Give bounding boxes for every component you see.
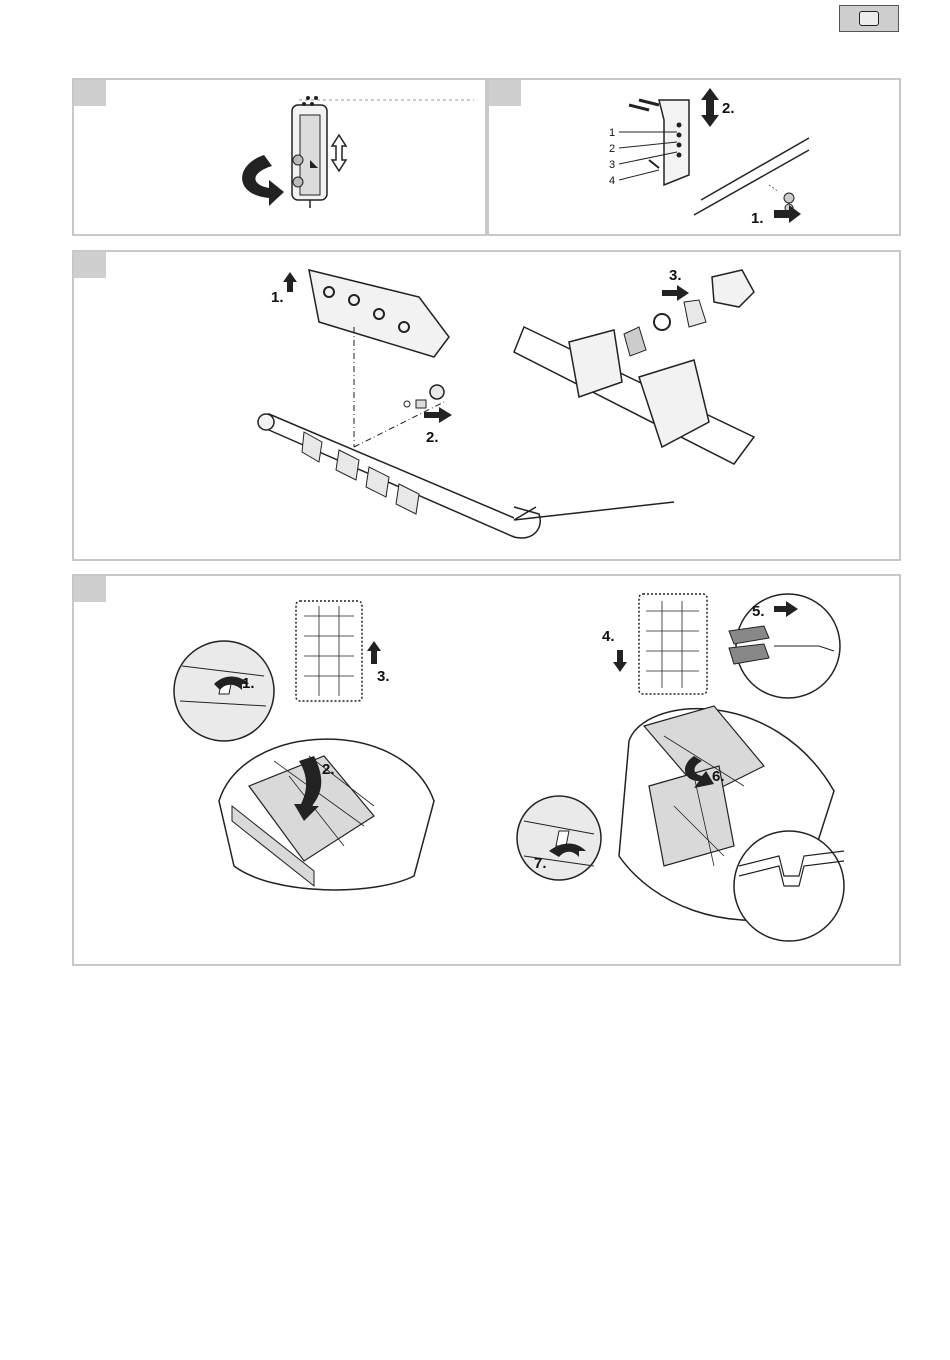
right-step-6-label: 6.	[712, 768, 725, 785]
right-step-4-label: 4.	[602, 628, 615, 645]
right-step-5-label: 5.	[752, 603, 765, 620]
panel-filter-replacement: 1. 3. 2. 4. 5. 6. 7.	[72, 574, 901, 966]
hinge-illustration	[74, 80, 489, 238]
panel-hinge-adjust	[72, 78, 487, 236]
rounded-rectangle-icon	[859, 11, 879, 26]
handle-illustration: 1. 2. 3.	[74, 252, 903, 563]
panel-handle-mounting: 1. 2. 3.	[72, 250, 901, 561]
left-step-1-label: 1.	[242, 675, 255, 692]
left-step-3-label: 3.	[377, 668, 390, 685]
right-step-7-label: 7.	[534, 855, 547, 872]
corner-badge	[839, 5, 899, 32]
panel-hinge-screws: 1 2 3 4 2. 1.	[487, 78, 901, 236]
step-3-label: 3.	[669, 267, 682, 284]
filter-illustration: 1. 3. 2. 4. 5. 6. 7.	[74, 576, 903, 968]
callout-2: 2	[609, 143, 615, 155]
callout-1: 1	[609, 127, 615, 139]
step-1-label: 1.	[751, 210, 764, 227]
left-step-2-label: 2.	[322, 761, 335, 778]
step-2-label: 2.	[722, 100, 735, 117]
callout-4: 4	[609, 175, 615, 187]
step-1-label: 1.	[271, 289, 284, 306]
step-2-label: 2.	[426, 429, 439, 446]
callout-3: 3	[609, 159, 615, 171]
hinge-bracket-illustration: 1 2 3 4 2. 1.	[489, 80, 903, 238]
